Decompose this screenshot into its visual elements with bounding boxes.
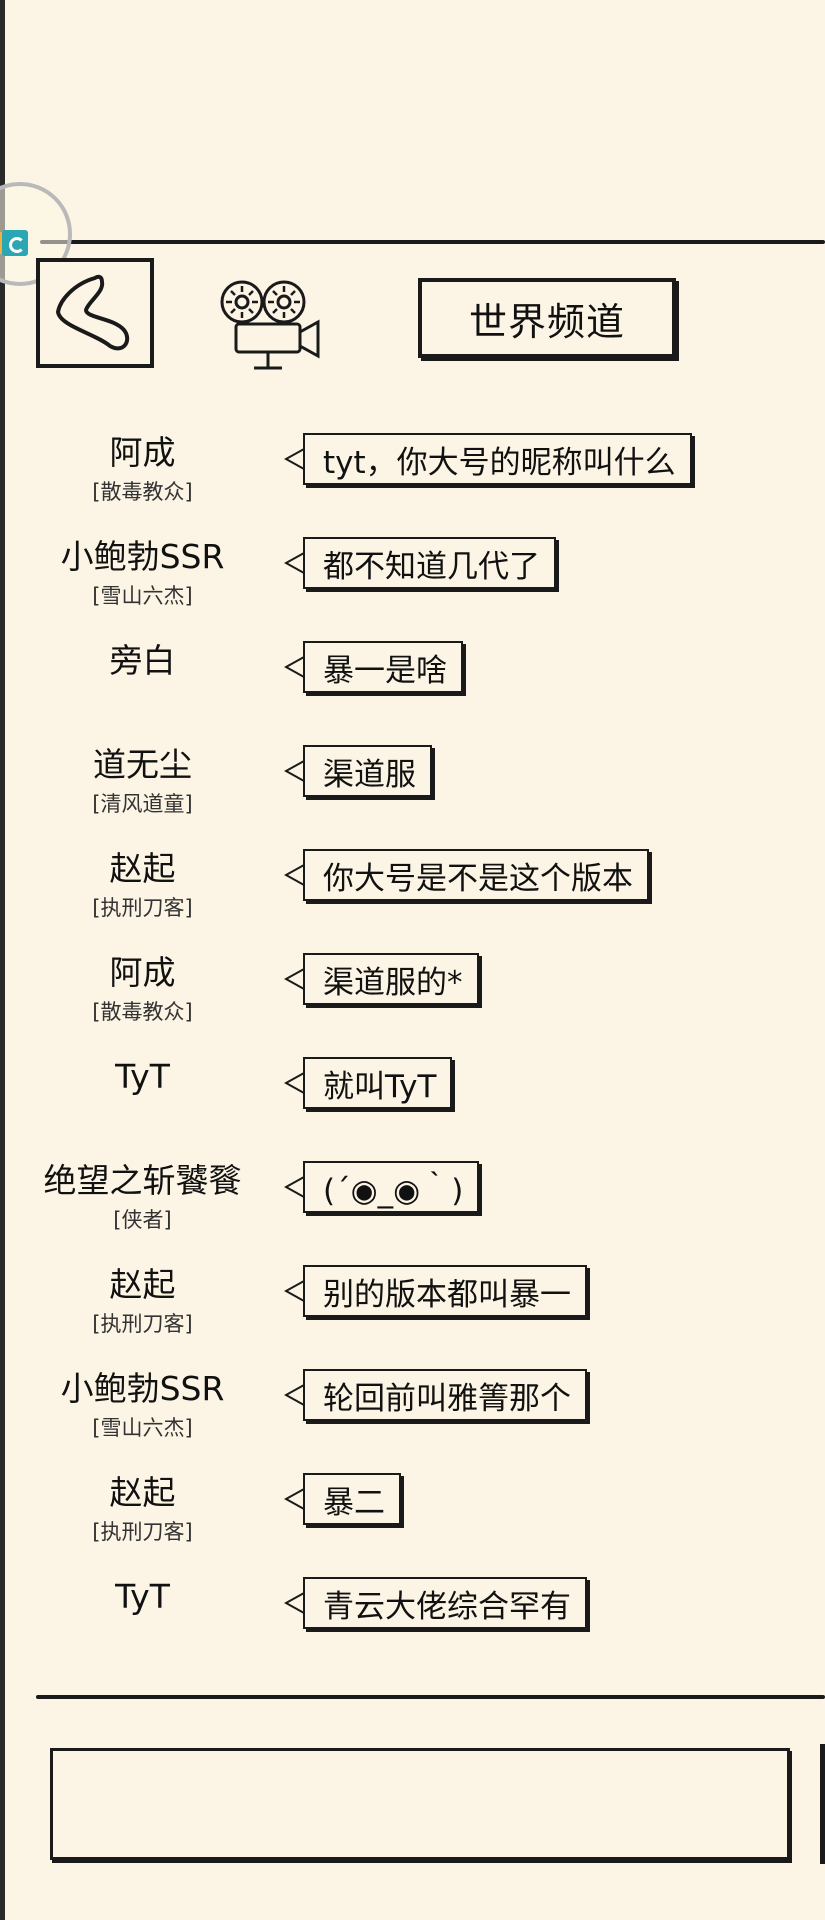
- message-bubble: 暴一是啥: [303, 641, 463, 693]
- sender-title: [雪山六杰]: [92, 1416, 193, 1440]
- message-sender[interactable]: 道无尘 [清风道童]: [0, 745, 285, 817]
- bubble-pointer-icon: [284, 656, 305, 678]
- bubble-pointer-icon: [284, 1488, 305, 1510]
- chat-input[interactable]: [50, 1748, 790, 1860]
- message-text: 就叫TyT: [323, 1068, 437, 1105]
- message-sender[interactable]: 小鲍勃SSR [雪山六杰]: [0, 1369, 285, 1441]
- message-text: 都不知道几代了: [323, 548, 540, 585]
- bubble-pointer-icon: [284, 1176, 305, 1198]
- message-text: 青云大佬综合罕有: [323, 1588, 571, 1625]
- sender-title: [执刑刀客]: [92, 1312, 193, 1336]
- bubble-pointer-icon: [284, 864, 305, 886]
- message-bubble: 渠道服的*: [303, 953, 479, 1005]
- message-bubble: 你大号是不是这个版本: [303, 849, 649, 901]
- channel-title-text: 世界频道: [468, 299, 625, 344]
- sender-title: [散毒教众]: [92, 480, 193, 504]
- bubble-pointer-icon: [284, 968, 305, 990]
- sender-name: 赵起: [109, 849, 176, 888]
- channel-title: 世界频道: [418, 278, 676, 358]
- header-divider: [40, 240, 825, 244]
- sender-name: 赵起: [109, 1265, 176, 1304]
- message-sender[interactable]: TyT: [0, 1577, 285, 1617]
- floating-app-icon: [2, 230, 28, 256]
- sender-title: [侠者]: [113, 1208, 172, 1232]
- bubble-pointer-icon: [284, 1384, 305, 1406]
- back-button[interactable]: [36, 258, 154, 368]
- video-camera-icon[interactable]: [214, 274, 326, 370]
- message-sender[interactable]: 小鲍勃SSR [雪山六杰]: [0, 537, 285, 609]
- footer-divider: [36, 1695, 825, 1699]
- message-text: 你大号是不是这个版本: [323, 860, 633, 897]
- send-button-edge[interactable]: [820, 1744, 825, 1864]
- message-bubble: 渠道服: [303, 745, 432, 797]
- sender-name: TyT: [115, 1577, 170, 1616]
- sender-name: 赵起: [109, 1473, 176, 1512]
- bubble-pointer-icon: [284, 552, 305, 574]
- message-sender[interactable]: 赵起 [执刑刀客]: [0, 1473, 285, 1545]
- bubble-pointer-icon: [284, 448, 305, 470]
- sender-title: [执刑刀客]: [92, 1520, 193, 1544]
- bubble-pointer-icon: [284, 1592, 305, 1614]
- screen-left-edge: [0, 0, 5, 1920]
- message-sender[interactable]: 赵起 [执刑刀客]: [0, 1265, 285, 1337]
- sender-title: [散毒教众]: [92, 1000, 193, 1024]
- floating-app-icon-side: [0, 232, 2, 254]
- bubble-pointer-icon: [284, 760, 305, 782]
- sender-title: [清风道童]: [92, 792, 193, 816]
- message-text: 别的版本都叫暴一: [323, 1276, 571, 1313]
- message-sender[interactable]: 阿成 [散毒教众]: [0, 433, 285, 505]
- message-bubble: 暴二: [303, 1473, 401, 1525]
- message-text: 轮回前叫雅箐那个: [323, 1380, 571, 1417]
- sender-name: 阿成: [109, 953, 176, 992]
- sender-title: [雪山六杰]: [92, 584, 193, 608]
- message-bubble: tyt，你大号的昵称叫什么: [303, 433, 692, 485]
- message-sender[interactable]: 旁白: [0, 641, 285, 681]
- sender-name: 阿成: [109, 433, 176, 472]
- bubble-pointer-icon: [284, 1280, 305, 1302]
- message-text: (´◉_◉｀): [323, 1172, 464, 1209]
- sender-name: 道无尘: [93, 745, 192, 784]
- sender-name: 小鲍勃SSR: [60, 1369, 225, 1408]
- message-bubble: 都不知道几代了: [303, 537, 556, 589]
- sender-name: 旁白: [109, 641, 176, 680]
- message-bubble: 就叫TyT: [303, 1057, 453, 1109]
- sender-title: [执刑刀客]: [92, 896, 193, 920]
- message-sender[interactable]: TyT: [0, 1057, 285, 1097]
- message-bubble: 青云大佬综合罕有: [303, 1577, 587, 1629]
- sender-name: TyT: [115, 1057, 170, 1096]
- message-text: tyt，你大号的昵称叫什么: [323, 444, 676, 481]
- bubble-pointer-icon: [284, 1072, 305, 1094]
- message-sender[interactable]: 赵起 [执刑刀客]: [0, 849, 285, 921]
- message-sender[interactable]: 绝望之斩饕餮 [侠者]: [0, 1161, 285, 1233]
- message-sender[interactable]: 阿成 [散毒教众]: [0, 953, 285, 1025]
- message-text: 暴一是啥: [323, 652, 447, 689]
- message-bubble: 别的版本都叫暴一: [303, 1265, 587, 1317]
- back-arrow-icon: [56, 274, 130, 351]
- sender-name: 绝望之斩饕餮: [43, 1161, 242, 1200]
- message-bubble: (´◉_◉｀): [303, 1161, 480, 1213]
- message-bubble: 轮回前叫雅箐那个: [303, 1369, 587, 1421]
- message-text: 渠道服的*: [323, 964, 463, 1001]
- message-text: 渠道服: [323, 756, 416, 793]
- message-text: 暴二: [323, 1484, 385, 1521]
- sender-name: 小鲍勃SSR: [60, 537, 225, 576]
